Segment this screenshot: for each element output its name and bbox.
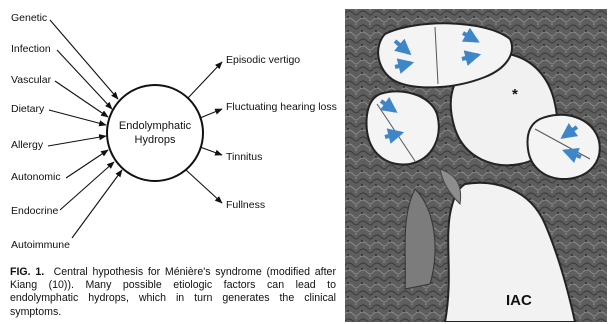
histology-micrograph xyxy=(345,9,607,322)
factor-allergy: Allergy xyxy=(11,139,44,151)
arrow-to-hearing-loss xyxy=(200,109,222,118)
star-marker: * xyxy=(512,86,518,103)
factor-endocrine: Endocrine xyxy=(11,205,58,217)
arrow-genetic xyxy=(50,20,118,99)
figure-caption: FIG. 1. Central hypothesis for Ménière's… xyxy=(10,266,336,319)
center-label-line1: Endolymphatic xyxy=(119,120,192,132)
arrow-allergy xyxy=(48,136,106,146)
arrow-to-tinnitus xyxy=(200,147,222,155)
arrow-dietary xyxy=(49,110,106,125)
iac-label: IAC xyxy=(506,292,532,309)
arrow-endocrine xyxy=(60,162,114,210)
symptom-hearing-loss: Fluctuating hearing loss xyxy=(226,101,337,113)
arrow-autoimmune xyxy=(72,170,122,238)
cochlear-turn-right xyxy=(528,115,600,179)
symptom-tinnitus: Tinnitus xyxy=(226,151,262,163)
caption-text: Central hypothesis for Ménière's syndrom… xyxy=(10,266,336,318)
factor-genetic: Genetic xyxy=(11,12,47,24)
arrow-vascular xyxy=(55,81,108,117)
figure-label: FIG. 1. xyxy=(10,266,44,278)
factor-autoimmune: Autoimmune xyxy=(11,239,70,251)
arrow-to-vertigo xyxy=(188,62,222,98)
factor-vascular: Vascular xyxy=(11,74,52,86)
center-label-line2: Hydrops xyxy=(135,134,176,146)
symptom-episodic-vertigo: Episodic vertigo xyxy=(226,54,300,66)
hydrops-circle xyxy=(107,85,203,181)
factor-dietary: Dietary xyxy=(11,103,45,115)
hypothesis-diagram: Endolymphatic Hydrops Genetic Infection … xyxy=(0,0,345,262)
factor-autonomic: Autonomic xyxy=(11,171,61,183)
arrow-autonomic xyxy=(66,150,108,178)
factor-infection: Infection xyxy=(11,43,51,55)
cochlear-turn-left xyxy=(367,91,439,164)
symptom-fullness: Fullness xyxy=(226,199,265,211)
arrow-infection xyxy=(57,50,112,109)
arrow-to-fullness xyxy=(186,170,222,203)
